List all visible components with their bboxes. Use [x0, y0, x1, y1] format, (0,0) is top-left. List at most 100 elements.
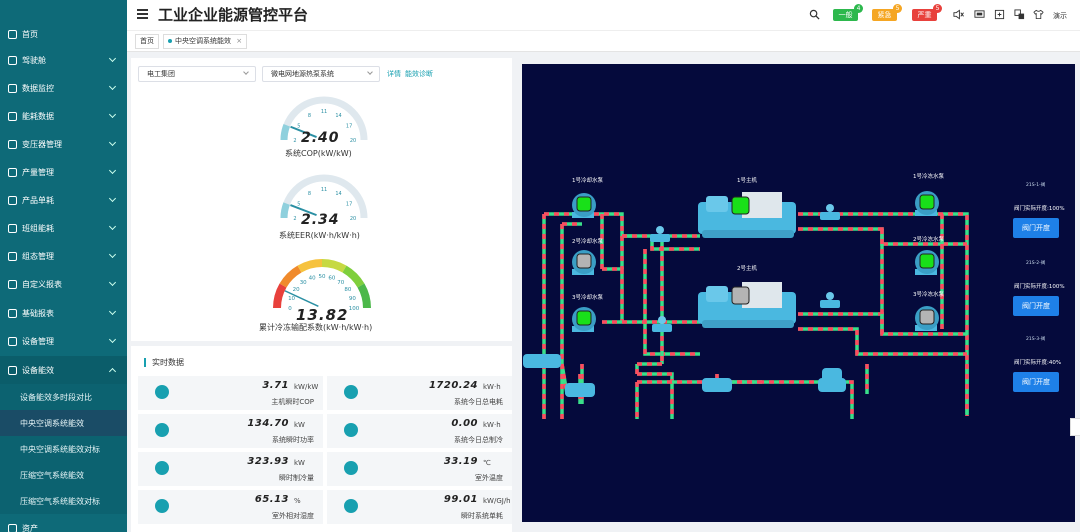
gauge-tick-label: 11	[321, 109, 327, 115]
gauge-tick-label: 40	[309, 276, 316, 282]
menu-toggle-icon[interactable]	[137, 9, 148, 19]
tab-central-ac-efficiency[interactable]: 中央空调系统能效 ×	[163, 34, 248, 49]
sidebar-item[interactable]: 变压器管理	[0, 130, 127, 158]
metric-name: 系统今日总制冷	[454, 436, 503, 444]
pump-status-indicator	[919, 253, 935, 269]
gauge-tick-label: 14	[335, 113, 341, 119]
alert-urgent-button[interactable]: 紧急 5	[872, 4, 902, 21]
tab-close-icon[interactable]: ×	[236, 37, 243, 45]
user-name[interactable]: 演示	[1053, 12, 1067, 20]
pump-label: 1号冷却水泵	[572, 178, 603, 184]
diagnosis-link[interactable]: 能效诊断	[405, 70, 433, 78]
cop-value: 2.40	[301, 130, 340, 146]
sidebar-item-assets[interactable]: 资产	[0, 514, 127, 532]
cooling-capacity-icon	[155, 461, 169, 475]
pump-label: 3号冷却水泵	[572, 295, 603, 301]
water-pump[interactable]	[915, 191, 939, 216]
sidebar-subitem[interactable]: 压缩空气系统能效对标	[0, 488, 127, 514]
sidebar-item[interactable]: 自定义报表	[0, 270, 127, 298]
chevron-icon	[108, 250, 117, 259]
system-select[interactable]: 微电网地源热泵系统	[262, 66, 380, 82]
water-pump[interactable]	[915, 306, 939, 331]
sidebar-item[interactable]: 组态管理	[0, 242, 127, 270]
screen-icon[interactable]	[974, 9, 985, 20]
thermometer-icon	[344, 461, 358, 475]
basic-report-icon	[8, 308, 17, 318]
detail-link[interactable]: 详情	[387, 70, 401, 78]
sidebar-item-label: 产品单耗	[22, 195, 54, 205]
gauge-tick-label: 100	[349, 306, 360, 312]
valve-opening-text: 阀门实际开度:40%	[1014, 360, 1062, 366]
side-drawer-toggle[interactable]	[1070, 418, 1080, 436]
sidebar-item-label: 资产	[22, 523, 38, 532]
valve-icon[interactable]	[650, 226, 670, 242]
power-icon	[155, 423, 169, 437]
search-icon[interactable]	[809, 9, 820, 20]
home-icon	[8, 29, 17, 39]
alert-severe-label: 严重	[917, 11, 932, 19]
water-pump[interactable]	[915, 250, 939, 275]
alert-general-button[interactable]: 一般 4	[833, 4, 863, 21]
sidebar-item[interactable]: 数据监控	[0, 74, 127, 102]
sidebar-item-home[interactable]: 首页	[0, 20, 127, 48]
chiller-label: 2号主机	[737, 266, 757, 272]
sidebar-subitem[interactable]: 压缩空气系统能效	[0, 462, 127, 488]
chiller-unit[interactable]	[698, 282, 796, 328]
gauge-tick-label: 17	[346, 202, 352, 208]
company-select[interactable]: 电工集团	[138, 66, 256, 82]
device-efficiency-icon	[8, 365, 17, 375]
gauge-tick-label: 80	[344, 287, 351, 293]
production-icon	[8, 167, 17, 177]
valve-icon[interactable]	[820, 204, 840, 220]
water-pump[interactable]	[572, 250, 596, 275]
theme-shirt-icon[interactable]	[1033, 9, 1044, 20]
chevron-icon	[108, 278, 117, 287]
sidebar-item[interactable]: 驾驶舱	[0, 46, 127, 74]
gauge-tick-label: 20	[350, 216, 356, 222]
sidebar-subitem[interactable]: 中央空调系统能效	[0, 410, 127, 436]
valve-opening-button[interactable]: 阀门开度	[1013, 372, 1059, 392]
sidebar-item[interactable]: 基础报表	[0, 299, 127, 327]
transformer-icon	[8, 139, 17, 149]
cop-icon	[155, 385, 169, 399]
gauge-needle	[290, 125, 317, 138]
valve-tag: 21S-1-阀	[1026, 183, 1046, 188]
metric-name: 系统今日总电耗	[454, 398, 503, 406]
valve-icon[interactable]	[820, 292, 840, 308]
sidebar-item[interactable]: 产品单耗	[0, 186, 127, 214]
eer-label: 系统EER(kW·h/kW·h)	[279, 231, 360, 240]
alert-severe-button[interactable]: 严重 5	[912, 4, 942, 21]
pump-status-indicator	[576, 310, 592, 326]
valve-opening-text: 阀门实际开度:100%	[1014, 206, 1065, 212]
realtime-card: 65.13%室外相对湿度	[138, 490, 323, 524]
sidebar-item[interactable]: 设备能效	[0, 356, 127, 384]
electricity-icon	[344, 385, 358, 399]
chiller-unit[interactable]	[698, 192, 796, 238]
gauge-tick-label: 11	[321, 187, 327, 193]
water-pump[interactable]	[572, 307, 596, 332]
sidebar-subitem[interactable]: 中央空调系统能效对标	[0, 436, 127, 462]
metric-name: 室外相对湿度	[272, 512, 314, 520]
chevron-icon	[108, 138, 117, 147]
sidebar-item[interactable]: 能耗数据	[0, 102, 127, 130]
alert-severe-count: 5	[933, 4, 942, 13]
sidebar-item[interactable]: 设备管理	[0, 327, 127, 355]
layout-icon[interactable]	[1014, 9, 1025, 20]
gauge-tick-label: 5	[297, 124, 300, 130]
mute-icon[interactable]	[953, 9, 964, 20]
assets-icon	[8, 523, 17, 532]
valve-opening-button[interactable]: 阀门开度	[1013, 218, 1059, 238]
top-header: 工业企业能源管控平台 一般 4 紧急 5 严重 5 演示	[127, 0, 1080, 30]
product-consumption-icon	[8, 195, 17, 205]
sidebar-item[interactable]: 产量管理	[0, 158, 127, 186]
water-pump[interactable]	[572, 193, 596, 218]
fullscreen-icon[interactable]	[994, 9, 1005, 20]
energy-data-icon	[8, 111, 17, 121]
sidebar-subitem[interactable]: 设备能效多时段对比	[0, 384, 127, 410]
sidebar-item[interactable]: 班组能耗	[0, 214, 127, 242]
valve-icon[interactable]	[652, 316, 672, 332]
valve-opening-button[interactable]: 阀门开度	[1013, 296, 1059, 316]
tab-home[interactable]: 首页	[135, 34, 159, 49]
